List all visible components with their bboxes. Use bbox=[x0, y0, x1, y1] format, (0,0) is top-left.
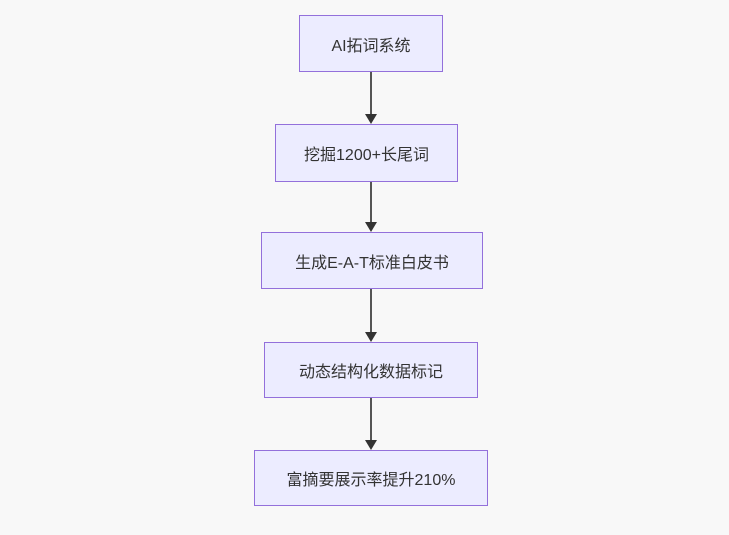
node-label: 富摘要展示率提升210% bbox=[286, 472, 456, 489]
arrow-line bbox=[370, 182, 372, 222]
arrowhead-down-icon bbox=[365, 440, 377, 450]
flowchart-node-rich-snippet-rate: 富摘要展示率提升210% bbox=[254, 450, 488, 506]
node-label: 生成E-A-T标准白皮书 bbox=[295, 254, 449, 272]
arrow-line bbox=[370, 72, 372, 114]
flowchart-node-structured-data-markup: 动态结构化数据标记 bbox=[264, 342, 478, 398]
node-label: AI拓词系统 bbox=[331, 37, 411, 55]
flowchart-node-eat-whitepaper: 生成E-A-T标准白皮书 bbox=[261, 232, 483, 289]
flowchart-arrow-2 bbox=[364, 182, 378, 232]
flowchart-node-ai-word-expansion: AI拓词系统 bbox=[299, 15, 443, 72]
node-label: 挖掘1200+长尾词 bbox=[304, 147, 429, 164]
flowchart-arrow-1 bbox=[364, 72, 378, 124]
arrowhead-down-icon bbox=[365, 332, 377, 342]
flowchart-node-longtail-keywords: 挖掘1200+长尾词 bbox=[275, 124, 458, 182]
flowchart-arrow-3 bbox=[364, 289, 378, 342]
flowchart-arrow-4 bbox=[364, 398, 378, 450]
arrowhead-down-icon bbox=[365, 114, 377, 124]
arrowhead-down-icon bbox=[365, 222, 377, 232]
arrow-line bbox=[370, 289, 372, 332]
node-label: 动态结构化数据标记 bbox=[298, 364, 443, 381]
arrow-line bbox=[370, 398, 372, 440]
